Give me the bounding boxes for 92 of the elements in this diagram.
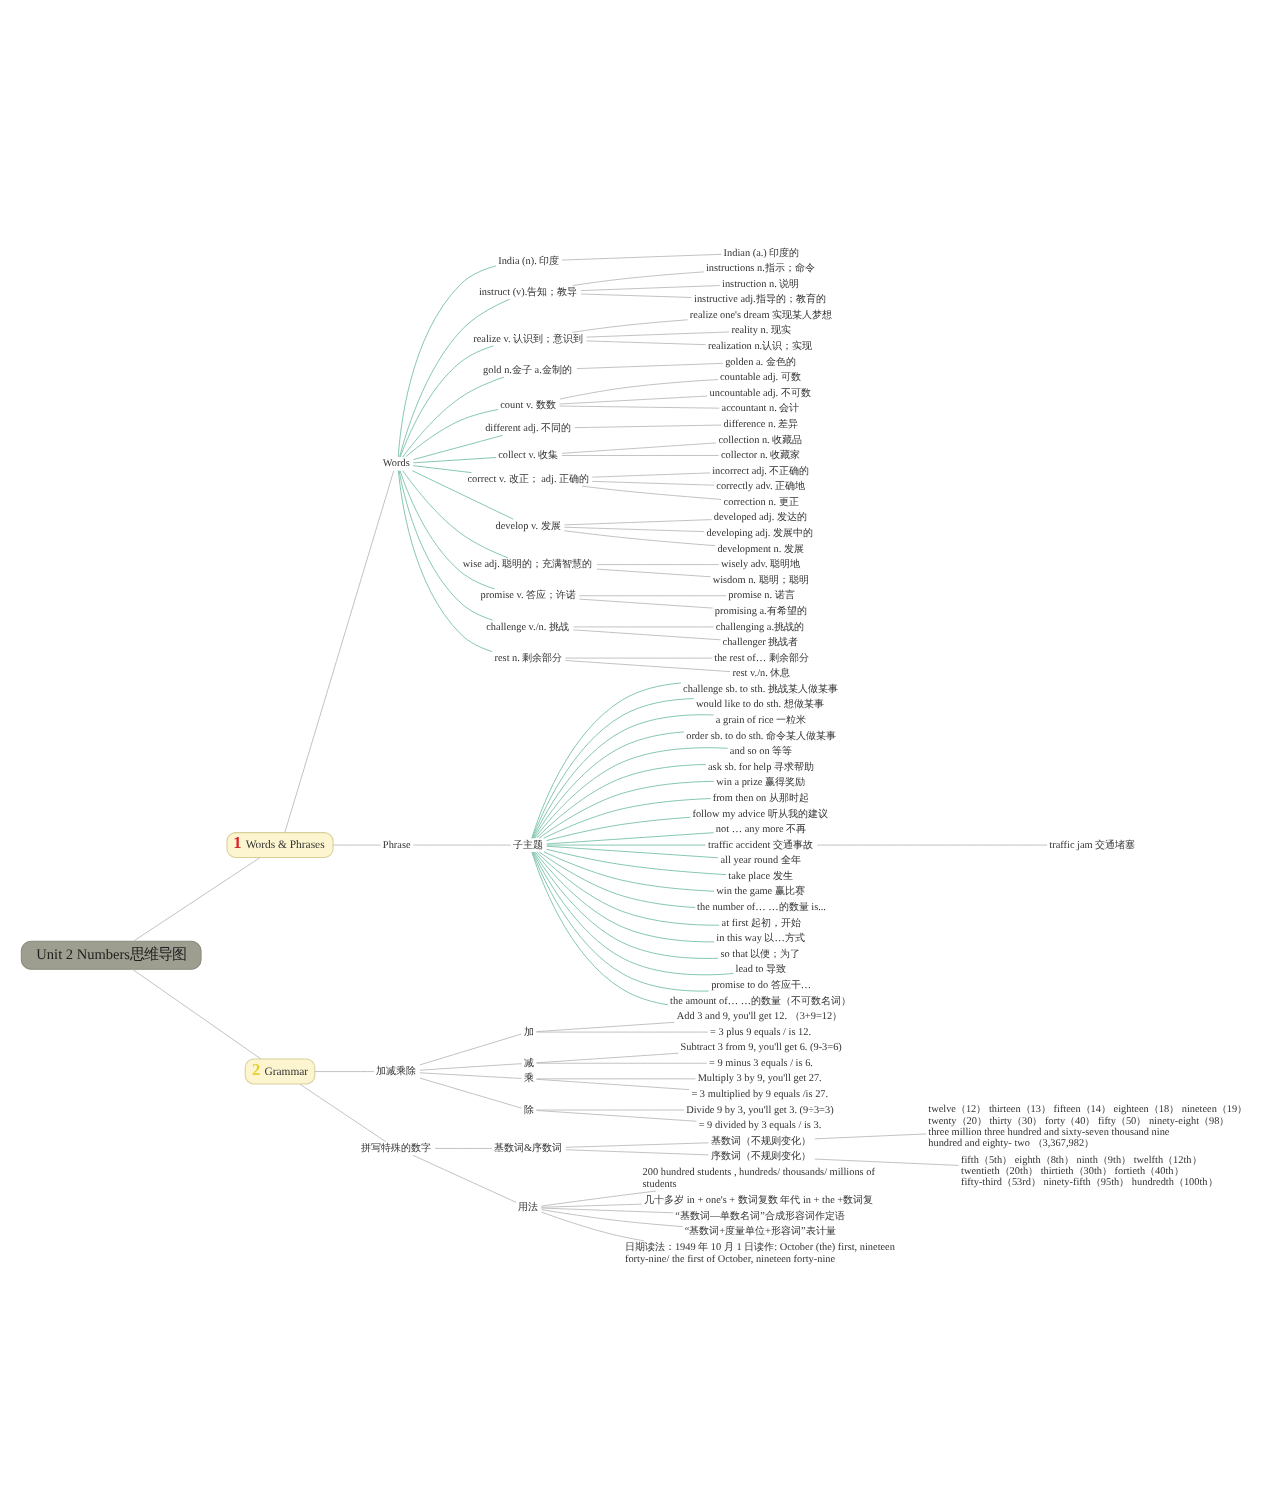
connector xyxy=(412,844,512,846)
connector xyxy=(532,851,734,976)
connector xyxy=(561,253,722,261)
connector xyxy=(591,480,715,486)
connector xyxy=(576,362,724,370)
connector xyxy=(419,1077,522,1109)
connector xyxy=(586,340,707,346)
connector xyxy=(543,798,711,839)
connector xyxy=(565,657,713,659)
connector xyxy=(536,1031,709,1033)
connector xyxy=(591,472,711,478)
connector xyxy=(586,331,730,338)
connector xyxy=(532,714,715,839)
connector xyxy=(541,1211,645,1242)
connector xyxy=(571,319,688,333)
connector xyxy=(559,405,720,409)
connector xyxy=(533,731,685,839)
connector xyxy=(574,424,722,429)
connector xyxy=(561,442,717,454)
connector xyxy=(543,851,715,892)
connector xyxy=(564,526,705,533)
connector xyxy=(578,598,714,609)
connector xyxy=(402,376,505,458)
connector xyxy=(536,1062,708,1064)
connector xyxy=(397,265,497,458)
connector xyxy=(573,626,714,628)
connector xyxy=(596,564,720,565)
connector xyxy=(540,1203,643,1208)
connector xyxy=(133,857,261,942)
connector xyxy=(299,1083,387,1143)
connector xyxy=(536,764,707,839)
connector xyxy=(561,455,719,456)
connector xyxy=(596,568,711,578)
connector xyxy=(565,1149,709,1156)
connector xyxy=(546,848,727,876)
connector xyxy=(536,1078,696,1080)
connector xyxy=(531,698,695,839)
connector xyxy=(816,844,1048,846)
connector xyxy=(419,1072,522,1079)
connector xyxy=(419,1033,522,1066)
connector xyxy=(284,470,395,833)
connector xyxy=(546,844,706,846)
connector xyxy=(531,851,669,1006)
connector xyxy=(573,629,721,641)
connector xyxy=(580,285,721,291)
connector xyxy=(559,379,719,400)
connector xyxy=(533,851,719,959)
connector xyxy=(314,1071,375,1072)
connector xyxy=(536,851,720,926)
connector xyxy=(578,595,727,597)
connector xyxy=(540,1207,674,1214)
connector xyxy=(399,298,510,458)
connector xyxy=(536,1052,679,1064)
connector xyxy=(540,1190,657,1207)
connector xyxy=(814,1133,927,1140)
connector xyxy=(534,747,729,839)
connector xyxy=(571,271,705,286)
connector xyxy=(532,851,710,992)
connector xyxy=(405,409,499,458)
connector xyxy=(814,1158,960,1166)
connector xyxy=(564,519,713,526)
connector xyxy=(412,434,504,461)
connector xyxy=(536,1109,685,1111)
connector xyxy=(399,470,496,590)
connector xyxy=(419,1063,522,1071)
connector xyxy=(412,465,472,474)
connector xyxy=(565,1142,709,1148)
connector xyxy=(534,851,715,943)
connector xyxy=(332,844,382,846)
connector xyxy=(536,1078,690,1090)
connector xyxy=(546,816,691,841)
connector xyxy=(131,968,262,1060)
connector xyxy=(581,485,722,500)
connector xyxy=(536,1110,698,1122)
connector xyxy=(580,293,692,298)
connector xyxy=(565,660,731,673)
connector xyxy=(531,682,682,839)
connector xyxy=(399,345,494,458)
connector xyxy=(559,395,708,405)
connector xyxy=(412,1154,517,1203)
connector xyxy=(538,780,715,839)
connector xyxy=(402,470,509,559)
connector xyxy=(398,470,493,653)
connector xyxy=(411,470,514,520)
connector xyxy=(398,470,493,621)
connector xyxy=(412,457,497,464)
connector xyxy=(541,1209,683,1228)
connector xyxy=(434,1148,493,1149)
connector xyxy=(546,845,719,859)
connector xyxy=(546,832,714,845)
connector xyxy=(563,530,716,547)
connector xyxy=(538,851,696,908)
